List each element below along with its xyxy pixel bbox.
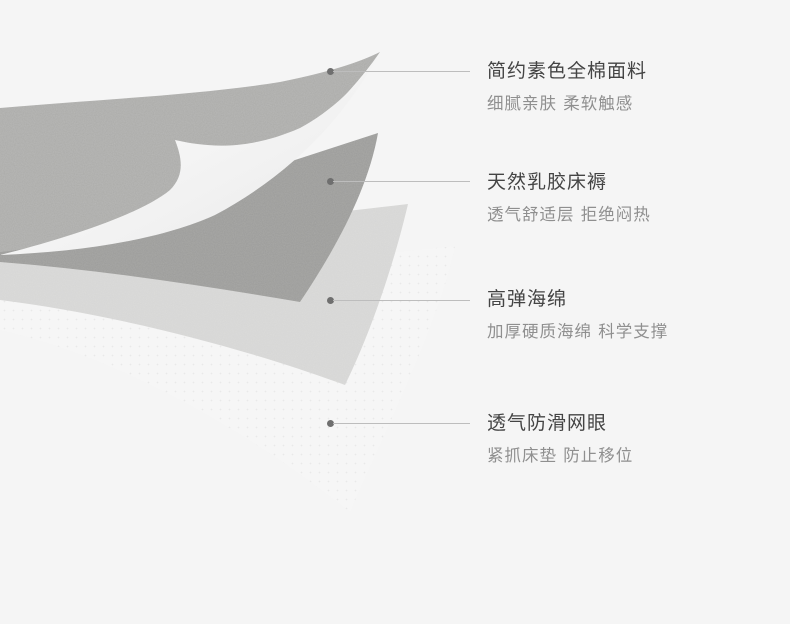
layer-subtitle: 加厚硬质海绵 科学支撑	[487, 322, 669, 341]
callout-label: 简约素色全棉面料 细腻亲肤 柔软触感	[487, 59, 647, 115]
dot-marker-icon	[327, 419, 334, 427]
dot-marker-icon	[327, 177, 334, 185]
callout-label: 天然乳胶床褥 透气舒适层 拒绝闷热	[487, 170, 651, 226]
dot-marker-icon	[327, 67, 334, 75]
callout-label: 透气防滑网眼 紧抓床垫 防止移位	[487, 411, 633, 467]
layer-subtitle: 细腻亲肤 柔软触感	[487, 94, 634, 113]
leader-line	[333, 299, 470, 301]
callout-label: 高弹海绵 加厚硬质海绵 科学支撑	[487, 287, 668, 343]
layer-title: 天然乳胶床褥	[487, 171, 608, 193]
leader-line	[333, 180, 470, 182]
layer-title: 简约素色全棉面料	[487, 60, 648, 82]
layer-subtitle: 紧抓床垫 防止移位	[487, 446, 634, 465]
fabric-curl-underside	[0, 52, 380, 255]
dot-marker-icon	[327, 296, 334, 304]
layer-title: 高弹海绵	[487, 288, 568, 310]
layer-title: 透气防滑网眼	[487, 412, 608, 434]
leader-line	[333, 422, 470, 424]
layer-subtitle: 透气舒适层 拒绝闷热	[487, 205, 651, 224]
leader-line	[333, 70, 470, 72]
